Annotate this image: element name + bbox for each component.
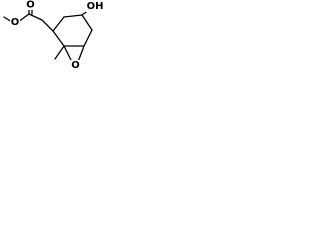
- epoxide-o-label: O: [71, 60, 80, 71]
- hydroxyl-bg: [86, 1, 104, 12]
- ring-bond-1: [52, 16, 65, 32]
- c-methyl-bond: [54, 45, 65, 60]
- ring-bond-4: [83, 29, 93, 47]
- ester-o-single-label: O: [11, 17, 20, 28]
- carbonyl-ch2-bond: [28, 13, 43, 21]
- epoxide-o-bg: [70, 60, 81, 71]
- ring-bond-2: [63, 14, 83, 18]
- structure-svg: O O OH O: [3, 0, 104, 71]
- ester-o-double-bg: [25, 0, 35, 10]
- ch2-ring-bond: [41, 19, 54, 32]
- hydroxyl-label: OH: [87, 1, 104, 12]
- ring-bond-6: [52, 30, 65, 47]
- ester-o-double-label: O: [26, 0, 35, 11]
- ring-bond-3: [81, 14, 93, 31]
- ester-o-single-bg: [10, 17, 20, 28]
- epoxide-bond-2: [77, 45, 85, 63]
- epoxide-bond-1: [63, 45, 73, 63]
